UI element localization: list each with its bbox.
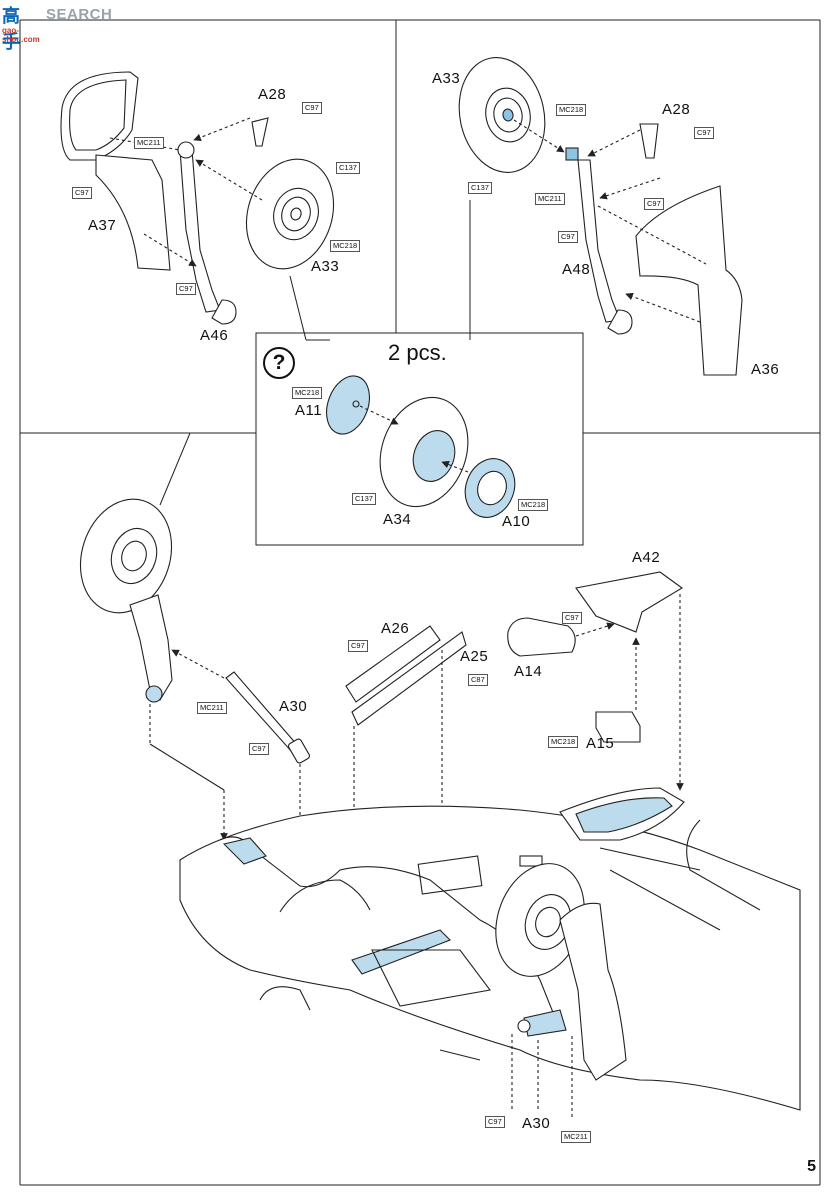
color-code-tag: MC218 <box>518 499 549 511</box>
color-code-tag: MC218 <box>330 240 361 252</box>
part-label: A28 <box>258 86 287 103</box>
watermark-cn: 高手 <box>2 6 20 52</box>
color-code-tag: C87 <box>468 674 488 686</box>
color-code-tag: C97 <box>562 612 582 624</box>
part-label: A42 <box>632 549 661 566</box>
part-label: A26 <box>381 620 410 637</box>
part-label: A15 <box>586 735 615 752</box>
color-code-tag: MC211 <box>561 1131 591 1143</box>
part-label: A36 <box>751 361 780 378</box>
part-label: A34 <box>383 511 412 528</box>
right-gear-view <box>458 57 743 376</box>
color-code-tag: C97 <box>176 283 196 295</box>
color-code-tag: C137 <box>336 162 360 174</box>
part-label: A33 <box>311 258 340 275</box>
color-code-tag: C97 <box>485 1116 505 1128</box>
color-code-tag: C97 <box>302 102 322 114</box>
watermark-en: SEARCH <box>46 6 113 23</box>
part-label: A11 <box>295 402 323 419</box>
wheel-detail-box <box>326 375 516 518</box>
color-code-tag: C97 <box>558 231 578 243</box>
part-label: A14 <box>514 663 543 680</box>
color-code-tag: C97 <box>249 743 269 755</box>
color-code-tag: MC211 <box>197 702 227 714</box>
part-label: A33 <box>432 70 461 87</box>
color-code-tag: MC218 <box>548 736 579 748</box>
part-label: A10 <box>502 513 531 530</box>
color-code-tag: C137 <box>352 493 376 505</box>
color-code-tag: MC218 <box>556 104 587 116</box>
color-code-tag: C97 <box>348 640 368 652</box>
part-label: A30 <box>522 1115 551 1132</box>
color-code-tag: C97 <box>644 198 664 210</box>
part-label: A28 <box>662 101 691 118</box>
fuselage-view <box>79 498 801 1120</box>
color-code-tag: MC211 <box>134 137 164 149</box>
question-mark-icon: ? <box>263 347 295 379</box>
left-gear-view <box>60 71 335 325</box>
color-code-tag: MC218 <box>292 387 323 399</box>
color-code-tag: C97 <box>72 187 92 199</box>
quantity-note: 2 pcs. <box>388 340 447 365</box>
color-code-tag: MC211 <box>535 193 565 205</box>
page-number: 5 <box>807 1158 816 1175</box>
color-code-tag: C97 <box>694 127 714 139</box>
part-label: A37 <box>88 217 117 234</box>
part-label: A46 <box>200 327 229 344</box>
callout-lines <box>159 200 471 506</box>
watermark-url: gao-shou.com <box>2 26 40 44</box>
part-label: A48 <box>562 261 591 278</box>
part-label: A30 <box>279 698 308 715</box>
color-code-tag: C137 <box>468 182 492 194</box>
part-label: A25 <box>460 648 489 665</box>
